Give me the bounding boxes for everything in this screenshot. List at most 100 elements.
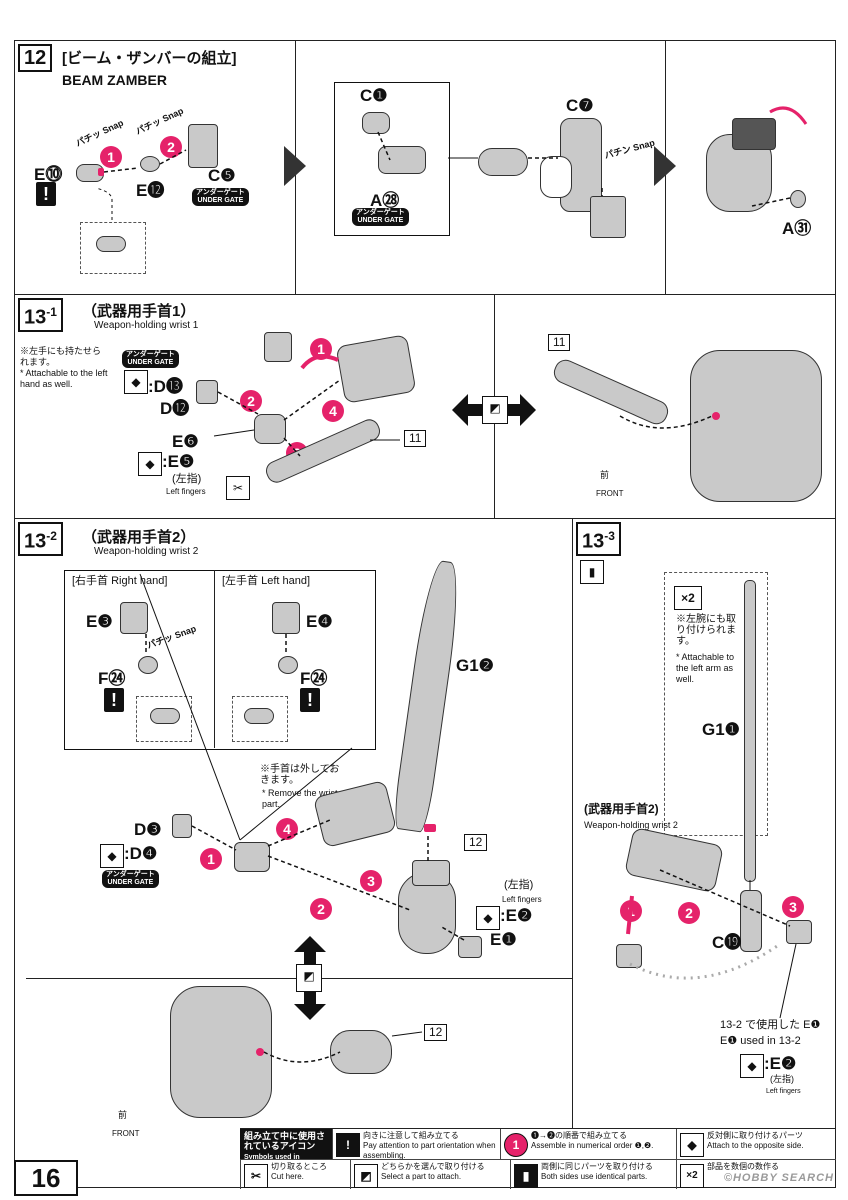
label-d13: :D⓭ bbox=[148, 377, 183, 396]
make-multiple-icon: ×2 bbox=[680, 1164, 704, 1188]
label-e2: :E❷ bbox=[500, 906, 533, 925]
select-part-icon: ◩ bbox=[296, 964, 322, 992]
label-left-fingers-en: Left fingers bbox=[502, 895, 542, 904]
order-2-badge: 2 bbox=[310, 898, 332, 920]
next-arrow bbox=[654, 146, 676, 186]
label-c7: C❼ bbox=[566, 96, 594, 115]
hilt-attached bbox=[330, 1030, 392, 1074]
both-sides-icon: ▮ bbox=[514, 1164, 538, 1188]
label-e5: :E❺ bbox=[162, 452, 195, 471]
fingers-part-a bbox=[616, 944, 642, 968]
part-e12 bbox=[140, 156, 160, 172]
opposite-side-icon: ◆ bbox=[100, 844, 124, 868]
cut-here-icon: ✂ bbox=[244, 1164, 268, 1188]
left-fingers-en: Left fingers bbox=[766, 1088, 801, 1095]
divider-step13-1 bbox=[14, 518, 836, 519]
right-hand-label: [右手首 Right hand] bbox=[72, 575, 168, 587]
part-e3 bbox=[120, 602, 148, 634]
front-label-en: FRONT bbox=[596, 489, 624, 498]
label-e10: E⓾ bbox=[34, 165, 63, 184]
step-13-2-title-jp: （武器用手首2） bbox=[82, 529, 196, 546]
step-13-2-number: 13-2 bbox=[18, 522, 63, 556]
hand-detail-box bbox=[64, 570, 376, 750]
part-f24-l bbox=[278, 656, 298, 674]
part-ref-11: 11 bbox=[404, 430, 427, 447]
order-number-icon: 1 bbox=[504, 1133, 528, 1157]
order-3-badge: 3 bbox=[360, 870, 382, 892]
hand-part bbox=[264, 332, 292, 362]
beam-assembly-top bbox=[732, 118, 776, 150]
order-2-badge: 2 bbox=[160, 136, 182, 158]
front-label-jp: 前 bbox=[118, 1110, 128, 1120]
next-arrow bbox=[284, 146, 306, 186]
part-f24-r bbox=[138, 656, 158, 674]
part-ref-12-b: 12 bbox=[424, 1024, 448, 1041]
front-label-en: FRONT bbox=[112, 1129, 140, 1138]
wrist-label-en: Weapon-holding wrist 2 bbox=[584, 820, 678, 830]
label-e12: E⓬ bbox=[136, 181, 165, 200]
step12-inset-box bbox=[334, 82, 450, 236]
step12-right-arrows bbox=[751, 106, 808, 207]
label-f24-l: F㉔ bbox=[300, 669, 328, 688]
select-part-icon: ◩ bbox=[482, 396, 508, 424]
label-left-fingers-jp: (左指) bbox=[172, 473, 202, 485]
step-13-2-title-en: Weapon-holding wrist 2 bbox=[94, 546, 199, 557]
step13-2-arrows bbox=[139, 573, 465, 941]
step13-1-arrows bbox=[213, 354, 400, 457]
left-hand-label: [左手首 Left hand] bbox=[222, 575, 311, 587]
part-lower-clip bbox=[590, 196, 626, 238]
step-13-1-title-jp: （武器用手首1） bbox=[82, 303, 196, 320]
opposite-side-icon: ◆ bbox=[138, 452, 162, 476]
both-sides-icon: ▮ bbox=[580, 560, 604, 584]
pin-mark bbox=[98, 168, 104, 176]
order-4-badge: 4 bbox=[276, 818, 298, 840]
step-13-1-note-jp: ※左手にも持たせられます。 bbox=[20, 346, 102, 367]
wrist-label-jp: (武器用手首2) bbox=[584, 802, 659, 816]
label-d3: D❸ bbox=[134, 820, 162, 839]
opposite-side-icon: ◆ bbox=[680, 1133, 704, 1157]
detail-box-r bbox=[136, 696, 192, 742]
step12-mid-arrows bbox=[377, 131, 603, 196]
step-13-2-note-jp: ※手首は外しておきます。 bbox=[260, 764, 340, 786]
step-13-1-note-en: * Attachable to the left hand as well. bbox=[20, 368, 108, 389]
opposite-side-icon: ◆ bbox=[740, 1054, 764, 1078]
detail-part-r bbox=[150, 708, 180, 724]
label-e6: E❻ bbox=[172, 432, 199, 451]
attach-point bbox=[712, 412, 720, 420]
opposite-side-icon: ◆ bbox=[124, 370, 148, 394]
part-ref-12: 12 bbox=[464, 834, 488, 851]
orientation-warning-icon: ! bbox=[300, 688, 320, 712]
left-fingers-jp: (左指) bbox=[770, 1074, 794, 1084]
label-c1: C❶ bbox=[360, 86, 388, 105]
watermark: ©HOBBY SEARCH bbox=[723, 1172, 834, 1184]
part-c5 bbox=[188, 124, 218, 168]
label-e3: E❸ bbox=[86, 612, 113, 631]
used-in-jp: 13-2 で使用した E❶ bbox=[720, 1019, 821, 1031]
part-c1 bbox=[362, 112, 390, 134]
detail-box-l bbox=[232, 696, 288, 742]
step12-left-arrows bbox=[95, 149, 187, 220]
part-a28 bbox=[378, 146, 426, 174]
part-a31 bbox=[790, 190, 806, 208]
cut-here-icon: ✂ bbox=[226, 476, 250, 500]
instruction-page-frame bbox=[14, 40, 836, 1188]
step13-1-right-path bbox=[619, 415, 713, 429]
legend-item: ×2 部品を数個の数作る bbox=[676, 1159, 836, 1189]
beam-guard-part bbox=[478, 148, 528, 176]
step-13-1-title-en: Weapon-holding wrist 1 bbox=[94, 320, 199, 331]
step-12-number: 12 bbox=[18, 44, 53, 72]
label-g11: G1❶ bbox=[702, 720, 740, 739]
order-2-badge: 2 bbox=[678, 902, 700, 924]
hilt-top bbox=[412, 860, 450, 886]
part-e1 bbox=[458, 936, 482, 958]
label-c19: C⓳ bbox=[712, 933, 742, 952]
label-e1: E❶ bbox=[490, 930, 517, 949]
